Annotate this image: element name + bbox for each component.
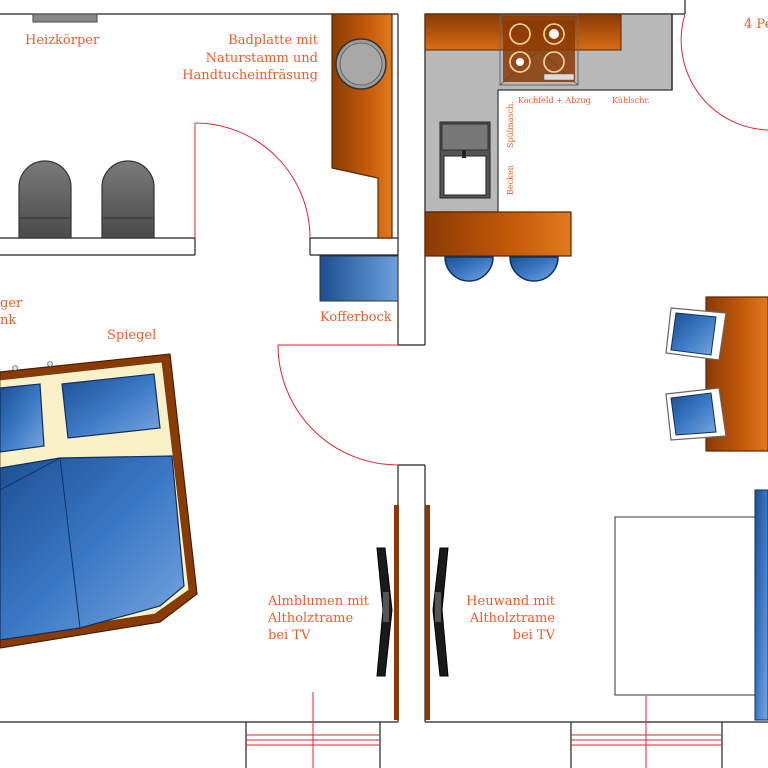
dining-chair-bottom [665,387,727,441]
cooktop-label: Kochfeld + Abzug [518,96,591,105]
bath-top-label-3: Handtucheinfräsung [182,68,318,83]
sofa-bed-frame [614,516,768,696]
window-left [246,692,380,768]
alpine-wall-panel [394,505,399,720]
mirror-label: Spiegel [107,328,156,343]
cooktop [499,14,579,86]
duvet [0,455,185,641]
toilet-left [18,160,72,239]
tv-left [376,547,393,677]
double-bed [0,353,198,649]
hay-label-3: bei TV [513,628,556,643]
bath-vanity [331,13,393,239]
hay-label-2: Altholztrame [469,611,555,626]
hay-label-1: Heuwand mit [466,594,556,609]
sink-label: Becken [506,165,515,195]
bath-top-label-1: Badplatte mit [228,33,319,48]
bathroom-door [194,122,311,239]
hanger-label-2: nk [0,313,16,328]
entrance-door [680,13,768,131]
dining-chair-top [665,307,727,361]
sofa-bed [754,489,768,721]
alpine-label-1: Almblumen mit [267,594,370,609]
kitchen-sink [439,121,491,199]
pillow-right [61,373,161,439]
bath-top-label-2: Naturstamm und [206,51,318,66]
hay-wall-panel [425,505,430,720]
radiator [32,13,98,23]
toilet-right [101,160,155,239]
kitchen-bar [424,211,572,257]
suitcase-rack [319,255,399,302]
hanger-label-1: ger [0,296,23,311]
alpine-label-2: Altholztrame [267,611,353,626]
persons-label: 4 Pe [744,17,768,32]
window-right [571,696,722,768]
suitcase-rack-label: Kofferbock [320,310,392,325]
bar-stools [444,256,559,282]
dishwasher-label: Spülmasch. [506,101,515,148]
alpine-label-3: bei TV [268,628,311,643]
pillow-left [0,383,45,453]
tv-right [432,547,449,677]
radiator-label: Heizkörper [25,33,100,48]
bedroom-door [277,344,399,466]
fridge-label: Kühlschr. [612,96,650,105]
